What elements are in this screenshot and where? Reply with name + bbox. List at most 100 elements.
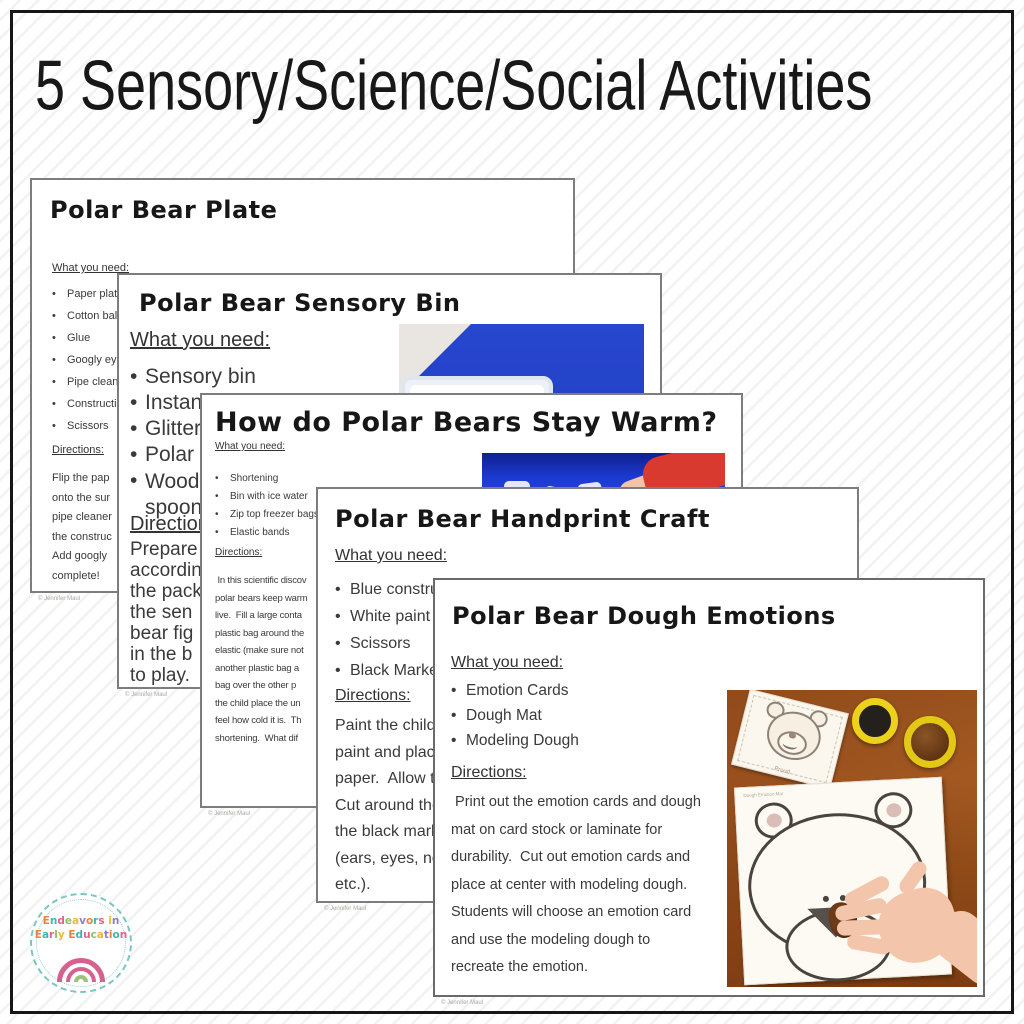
list-item: • Black Marker — [335, 662, 473, 689]
directions-line: live. Fill a large conta — [215, 610, 302, 621]
bullet-icon: • — [52, 310, 56, 322]
directions-line: durability. Cut out emotion cards and — [451, 849, 691, 865]
directions-label: Directions: — [451, 764, 527, 781]
directions-line: onto the sur — [52, 491, 111, 504]
bullet-icon: • — [335, 635, 341, 652]
logo-text-line2: Early Education — [34, 929, 128, 941]
directions-line: recreate the emotion. — [451, 959, 589, 975]
bullet-icon: • — [451, 707, 457, 724]
directions-line: Students will choose an emotion card — [451, 904, 692, 920]
list-item-text: Shortening — [230, 473, 279, 484]
list-item-text: Scissors — [67, 420, 109, 432]
list-item-text: Zip top freezer bags — [230, 509, 319, 520]
rainbow-inner-arc — [74, 975, 88, 982]
directions-line: according — [130, 560, 213, 581]
list-item-text: Modeling Dough — [466, 732, 579, 749]
list-item: • Modeling Dough — [451, 732, 579, 757]
list-item-text: Glitter — [145, 417, 202, 440]
watermark: © Jennifer Maul — [208, 811, 251, 817]
directions-line: complete! — [52, 569, 100, 582]
list-item-text: Googly eyes — [67, 354, 129, 366]
list-item: • Emotion Cards — [451, 682, 579, 707]
bullet-icon: • — [52, 288, 56, 300]
directions-line: etc.). — [335, 876, 371, 893]
list-item-text: Glue — [67, 332, 91, 344]
list-item: • Paper plate — [52, 288, 160, 310]
bullet-icon: • — [215, 491, 219, 502]
what-you-need-label: What you need: — [52, 262, 130, 274]
directions-label: Directions: — [52, 444, 104, 456]
bullet-icon: • — [335, 608, 341, 625]
directions-text: In this scientific discov polar bears ke… — [215, 575, 308, 750]
bullet-icon: • — [335, 581, 341, 598]
list-item-text: Emotion Cards — [466, 682, 569, 699]
watermark: © Jennifer Maul — [441, 1000, 484, 1006]
list-item-text: Bin with ice water — [230, 491, 308, 502]
list-item: • Googly eyes — [52, 354, 160, 376]
directions-line: in the b — [130, 644, 193, 665]
card-title: Polar Bear Sensory Bin — [139, 289, 461, 317]
directions-line: pipe cleaner — [52, 511, 112, 523]
directions-line: another plastic bag a — [215, 662, 299, 674]
dough-mat-label: Dough Emotion Mat — [743, 791, 784, 799]
rainbow-middle-arc — [66, 967, 96, 982]
dough-mat-photo: Proud Dough Emotion Mat — [727, 690, 977, 987]
materials-list: •Shortening •Bin with ice water •Zip top… — [215, 473, 319, 545]
directions-line: bag over the other p — [215, 680, 297, 691]
directions-line: place at center with modeling dough. — [451, 876, 688, 893]
watermark: © Jennifer Maul — [125, 692, 168, 698]
directions-line: Add googly — [52, 550, 108, 562]
what-you-need-label: What you need: — [215, 441, 286, 452]
card-title: Polar Bear Plate — [50, 196, 278, 224]
bear-ear-inner — [886, 802, 902, 818]
directions-text: Prepare according the pack the sen bear … — [130, 539, 212, 686]
bullet-icon: • — [130, 417, 138, 440]
list-item-text: Paper plate — [67, 288, 124, 300]
list-item: • Shortening — [215, 473, 319, 491]
list-item-text: White paint — [350, 608, 431, 625]
list-item: • Bin with ice water — [215, 491, 319, 509]
what-you-need-label: What you need: — [335, 547, 448, 564]
bullet-icon: • — [52, 398, 56, 410]
card-title: Polar Bear Handprint Craft — [335, 505, 710, 533]
list-item: •Zip top freezer bags — [215, 509, 319, 527]
card-title: How do Polar Bears Stay Warm? — [215, 407, 718, 438]
list-item: •Elastic bands — [215, 527, 319, 545]
brand-logo: Endeavors in Early Education — [30, 893, 132, 993]
directions-line: and use the modeling dough to — [451, 931, 651, 948]
bullet-icon: • — [335, 662, 341, 679]
directions-line: to play. — [130, 665, 190, 686]
page-title: 5 Sensory/Science/Social Activities — [35, 47, 873, 126]
materials-list: •Emotion Cards •Dough Mat •Modeling Doug… — [451, 682, 579, 757]
list-item-text: Black Marker — [350, 662, 444, 679]
directions-line: the sen — [130, 602, 193, 623]
list-item: • Cotton balls — [52, 310, 160, 332]
bullet-icon: • — [130, 391, 138, 414]
directions-line: the pack — [130, 581, 202, 602]
list-item: •Scissors — [335, 635, 473, 662]
bullet-icon: • — [451, 682, 457, 699]
list-item-text: Cotton balls — [67, 310, 126, 322]
directions-line: Prepare — [130, 539, 198, 560]
bullet-icon: • — [130, 469, 138, 492]
bullet-icon: • — [52, 354, 56, 366]
bear-ear-inner — [766, 813, 783, 828]
list-item: • Glitter — [130, 417, 266, 443]
list-item: •Pipe cleaners — [52, 376, 160, 398]
directions-line: polar bears keep warm — [215, 592, 308, 604]
what-you-need-label: What you need: — [451, 654, 564, 671]
directions-line: Flip the pap — [52, 472, 110, 484]
rainbow-icon — [56, 956, 106, 982]
bullet-icon: • — [215, 527, 219, 538]
directions-line: feel how cold it is. Th — [215, 715, 302, 726]
list-item-text: Pipe cleaners — [67, 376, 134, 388]
bullet-icon: • — [451, 732, 457, 749]
directions-line: mat on card stock or laminate for — [451, 821, 663, 838]
watermark: © Jennifer Maul — [324, 906, 367, 912]
list-item: •Glue — [52, 332, 160, 354]
bullet-icon: • — [52, 420, 56, 432]
directions-line: shortening. What dif — [215, 732, 298, 744]
directions-line: Print out the emotion cards and dough — [451, 794, 701, 810]
bullet-icon: • — [215, 473, 219, 484]
logo-text-line1: Endeavors in — [42, 915, 120, 927]
